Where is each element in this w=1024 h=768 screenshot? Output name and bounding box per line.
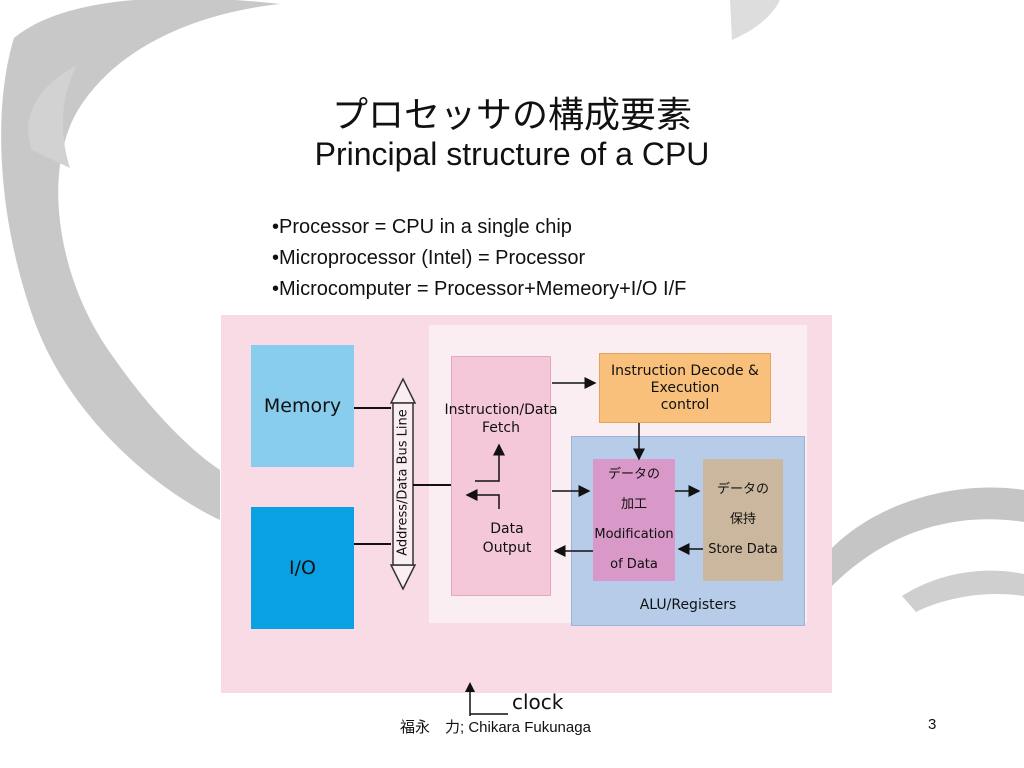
io-box: I/O xyxy=(251,507,354,629)
bullet-item: •Processor = CPU in a single chip xyxy=(272,216,572,238)
bullet-list: •Processor = CPU in a single chip •Micro… xyxy=(272,212,686,305)
bullet-item: •Microcomputer = Processor+Memeory+I/O I… xyxy=(272,278,687,300)
decode-label: Instruction Decode & Execution control xyxy=(611,362,759,413)
store-label: データの 保持 Store Data xyxy=(708,475,778,565)
modification-jp-label-2: 加工 xyxy=(620,497,647,512)
slide-footer: 福永 力; Chikara Fukunaga xyxy=(400,719,591,736)
store-jp-label-1: データの xyxy=(716,482,769,497)
modification-en-label-1: Modification xyxy=(594,527,674,542)
decode-box: Instruction Decode & Execution control xyxy=(599,353,771,423)
cpu-diagram: Memory I/O Instruction Decode & Executio… xyxy=(221,315,832,693)
slide-page-number: 3 xyxy=(928,716,937,733)
bus-line-label: Address/Data Bus Line xyxy=(395,409,411,556)
fetch-box xyxy=(451,356,551,596)
modification-jp-label-1: データの xyxy=(607,467,660,482)
store-en-label: Store Data xyxy=(708,542,778,557)
modification-label: データの 加工 Modification of Data xyxy=(594,460,673,580)
data-output-label: Data Output xyxy=(482,521,532,556)
slide-title-japanese: プロセッサの構成要素 xyxy=(331,95,692,136)
alu-registers-label: ALU/Registers xyxy=(639,597,737,613)
memory-box: Memory xyxy=(251,345,354,467)
modification-en-label-2: of Data xyxy=(610,557,658,572)
diagram-connectors xyxy=(354,377,703,591)
bullet-item: •Microprocessor (Intel) = Processor xyxy=(272,247,586,269)
clock-arrow xyxy=(465,682,508,716)
slide-title-english: Principal structure of a CPU xyxy=(314,136,710,172)
fetch-label: Instruction/Data Fetch xyxy=(444,402,558,436)
modification-box: データの 加工 Modification of Data xyxy=(593,459,675,581)
store-data-box: データの 保持 Store Data xyxy=(703,459,783,581)
clock-label: clock xyxy=(512,690,564,714)
store-jp-label-2: 保持 xyxy=(729,512,756,527)
